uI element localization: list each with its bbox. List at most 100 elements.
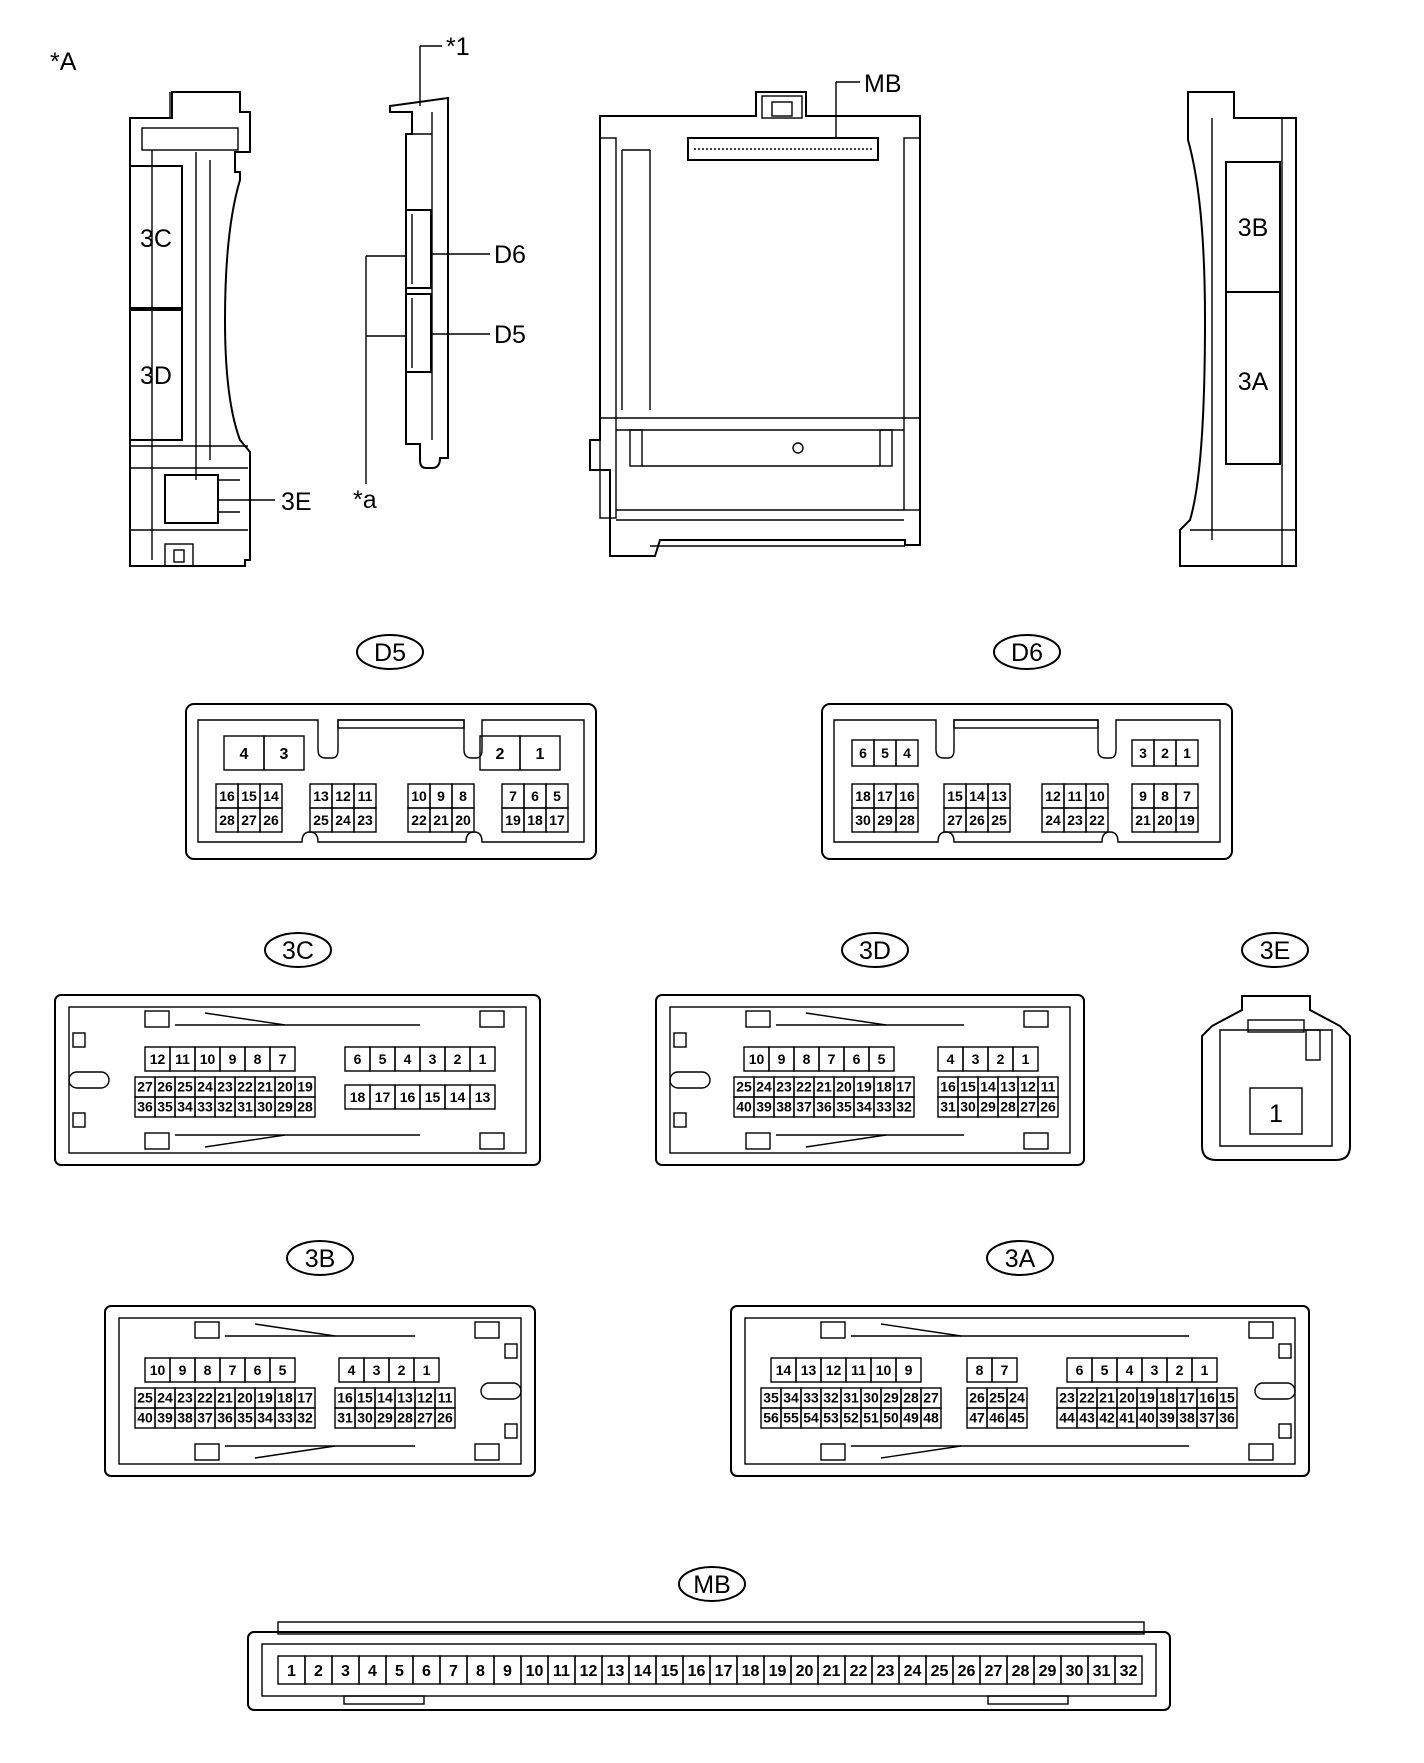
- pin-number: 9: [229, 1051, 237, 1067]
- pin-number: 14: [980, 1079, 996, 1095]
- pin-number: 16: [337, 1390, 353, 1406]
- pin-number: 41: [1119, 1410, 1135, 1426]
- pin-number: 17: [715, 1663, 733, 1680]
- pin-cell: [1191, 1357, 1218, 1383]
- pin-number: 21: [1099, 1390, 1115, 1406]
- pin-number: 20: [1157, 812, 1173, 828]
- pin-number: 2: [314, 1663, 323, 1680]
- pin-number: 26: [958, 1663, 976, 1680]
- pin-number: 22: [411, 812, 427, 828]
- pin-number: 13: [313, 788, 329, 804]
- pin-number: 35: [157, 1099, 173, 1115]
- pin-number: 22: [1089, 812, 1105, 828]
- callout-star-a: *a: [353, 486, 377, 514]
- pin-number: 22: [796, 1079, 812, 1095]
- pin-number: 1: [479, 1051, 487, 1067]
- pin-number: 23: [877, 1663, 895, 1680]
- pin-number: 27: [923, 1390, 939, 1406]
- pin-number: 10: [1089, 788, 1105, 804]
- pin-number: 15: [425, 1089, 441, 1105]
- pin-cell: [920, 1407, 942, 1429]
- pin-number: 36: [816, 1099, 832, 1115]
- pin-number: 34: [257, 1410, 273, 1426]
- pin-number: 21: [823, 1663, 841, 1680]
- pin-number: 8: [803, 1051, 811, 1067]
- connector-title-text: 3B: [305, 1245, 336, 1273]
- pin-number: 37: [796, 1099, 812, 1115]
- pin-number: 56: [763, 1410, 779, 1426]
- callout-3e: 3E: [281, 488, 312, 516]
- module-3a-box: [1225, 291, 1281, 465]
- pin-cell: [1085, 807, 1109, 833]
- pin-number: 45: [1009, 1410, 1025, 1426]
- pin-number: 6: [531, 788, 539, 804]
- connector-title-3c: 3C: [264, 932, 332, 968]
- pin-number: 32: [896, 1099, 912, 1115]
- pin-number: 18: [277, 1390, 293, 1406]
- pin-cell: [991, 1357, 1018, 1383]
- pin-number: 39: [756, 1099, 772, 1115]
- pin-number: 13: [475, 1089, 491, 1105]
- module-label-3b: 3B: [1238, 214, 1269, 242]
- pin-cell: [469, 1046, 496, 1072]
- pin-number: 23: [217, 1079, 233, 1095]
- pin-number: 23: [177, 1390, 193, 1406]
- callout-d6: D6: [494, 241, 526, 269]
- pin-number: 48: [923, 1410, 939, 1426]
- pin-number: 30: [1066, 1663, 1084, 1680]
- pin-number: 28: [1000, 1099, 1016, 1115]
- pin-number: 12: [1020, 1079, 1036, 1095]
- callout-d5: D5: [494, 321, 526, 349]
- pin-number: 25: [736, 1079, 752, 1095]
- pin-number: 17: [297, 1390, 313, 1406]
- module-label-3d: 3D: [140, 362, 172, 390]
- pin-number: 13: [607, 1663, 625, 1680]
- pin-number: 3: [280, 746, 289, 763]
- pin-number: 1: [1201, 1362, 1209, 1378]
- connector-title-3b: 3B: [286, 1240, 354, 1276]
- pin-number: 16: [940, 1079, 956, 1095]
- pin-number: 11: [1068, 788, 1083, 804]
- pin-cell: [413, 1357, 440, 1383]
- pin-cell: [434, 1407, 456, 1429]
- pin-cell: [868, 1046, 895, 1072]
- pin-number: 29: [377, 1410, 393, 1426]
- pin-cell: [1175, 739, 1199, 767]
- pin-number: 23: [776, 1079, 792, 1095]
- pin-number: 27: [137, 1079, 153, 1095]
- pin-number: 7: [1183, 788, 1191, 804]
- pin-number: 1: [1022, 1051, 1030, 1067]
- pin-number: 26: [1040, 1099, 1056, 1115]
- pin-number: 27: [241, 812, 257, 828]
- pin-number: 18: [855, 788, 871, 804]
- pin-number: 11: [1041, 1079, 1056, 1095]
- pin-number: 1: [423, 1362, 431, 1378]
- pin-number: 12: [417, 1390, 433, 1406]
- pin-number: 21: [433, 812, 449, 828]
- pin-number: 27: [985, 1663, 1003, 1680]
- pin-number: 54: [803, 1410, 819, 1426]
- pin-number: 17: [549, 812, 565, 828]
- pin-number: 6: [422, 1663, 431, 1680]
- pin-number: 18: [742, 1663, 760, 1680]
- connector-title-3d: 3D: [841, 932, 909, 968]
- connector-3e: 1: [1201, 995, 1351, 1161]
- pin-cell: [895, 739, 919, 767]
- pin-number: 33: [197, 1099, 213, 1115]
- connector-title-3a: 3A: [986, 1240, 1054, 1276]
- pin-number: 29: [980, 1099, 996, 1115]
- pin-number: 34: [856, 1099, 872, 1115]
- pin-number: 3: [373, 1362, 381, 1378]
- pin-number: 34: [177, 1099, 193, 1115]
- pin-cell: [353, 807, 377, 833]
- pin-number: 9: [905, 1362, 913, 1378]
- pin-number: 4: [903, 745, 911, 761]
- pin-number: 26: [157, 1079, 173, 1095]
- pin-number: 19: [769, 1663, 787, 1680]
- pin-number: 46: [989, 1410, 1005, 1426]
- connector-title-text: 3A: [1005, 1245, 1036, 1273]
- pin-number: 7: [279, 1051, 287, 1067]
